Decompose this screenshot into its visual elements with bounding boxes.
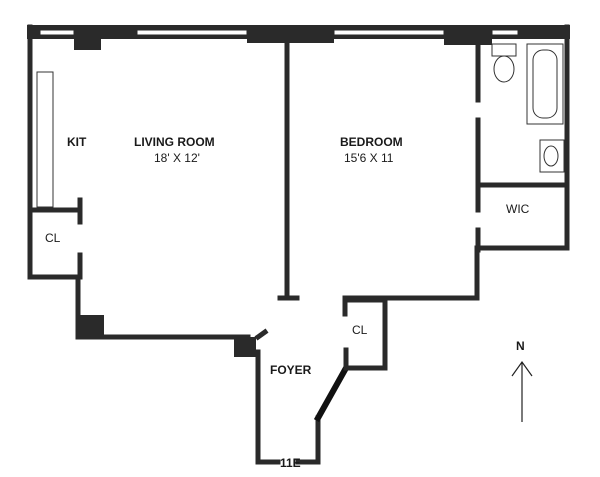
top-exterior-wall bbox=[27, 25, 570, 50]
toilet-icon bbox=[491, 43, 517, 83]
north-label: N bbox=[516, 339, 525, 353]
foyer-label: FOYER bbox=[270, 363, 312, 377]
left-closet-walls bbox=[27, 197, 83, 280]
foyer-east-wall bbox=[295, 297, 388, 465]
unit-label: 11E bbox=[280, 456, 301, 470]
bedroom-label: BEDROOM bbox=[340, 135, 403, 149]
north-arrow-icon bbox=[511, 360, 533, 422]
sink-icon bbox=[539, 139, 565, 173]
living-room-dimensions: 18' X 12' bbox=[154, 151, 200, 165]
bathroom-walls bbox=[475, 42, 570, 253]
kitchen-label: KIT bbox=[67, 135, 87, 149]
bathtub-icon bbox=[526, 43, 564, 125]
living-room-south-wall bbox=[75, 328, 281, 465]
foyer-closet-label: CL bbox=[352, 323, 368, 337]
partition-wall bbox=[277, 42, 300, 301]
living-room-label: LIVING ROOM bbox=[134, 135, 215, 149]
kitchen-counter bbox=[36, 71, 54, 208]
foyer-door-swing bbox=[313, 363, 351, 423]
bedroom-dimensions: 15'6 X 11 bbox=[344, 151, 394, 165]
left-closet-label: CL bbox=[45, 231, 61, 245]
walk-in-closet-label: WIC bbox=[506, 202, 530, 216]
